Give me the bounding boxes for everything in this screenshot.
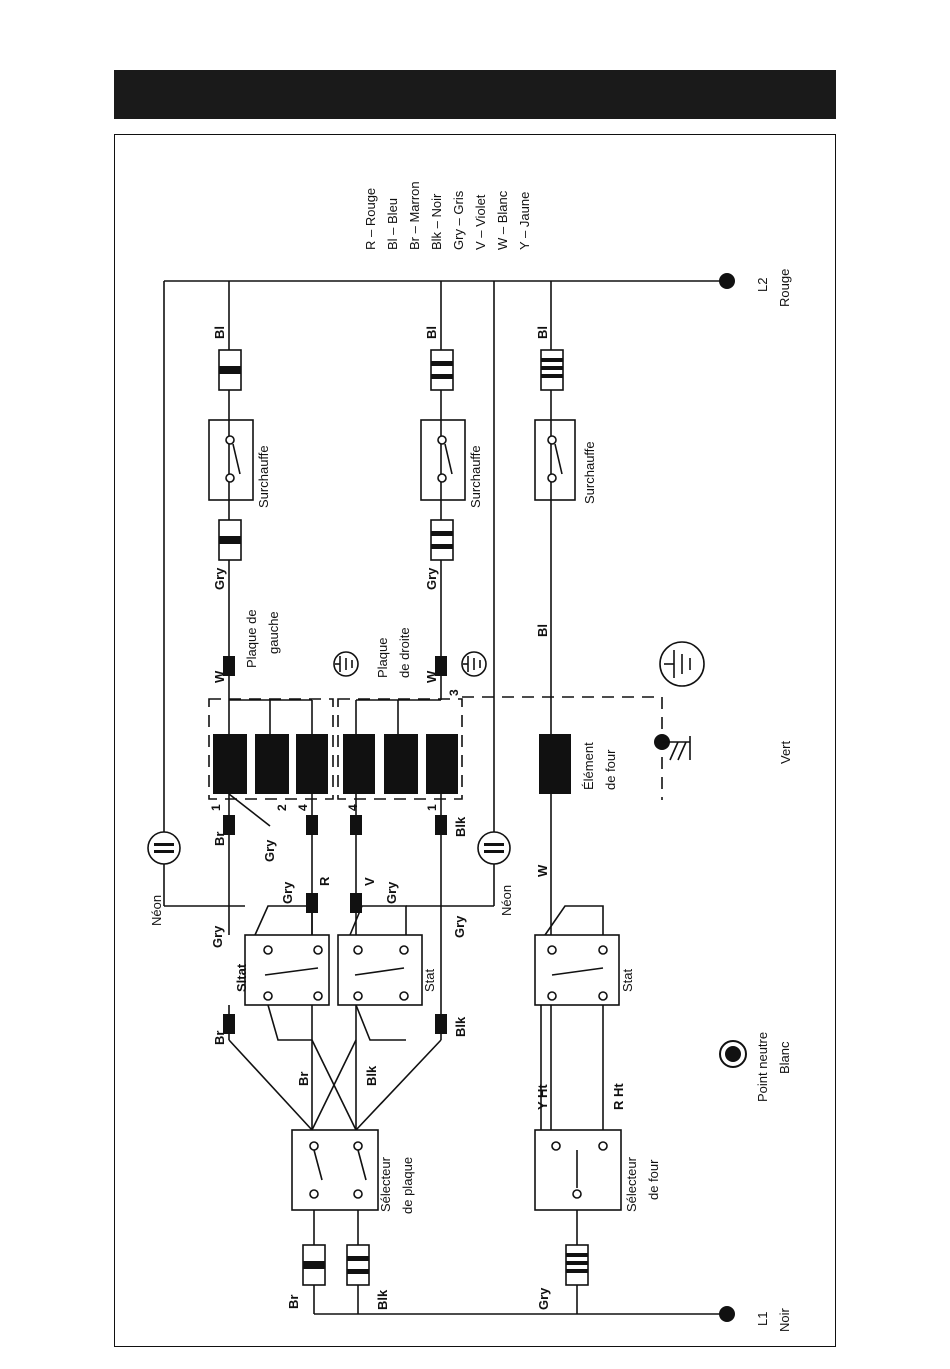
wire-label: Gry bbox=[384, 881, 399, 904]
l1-color: Noir bbox=[777, 1307, 792, 1332]
l1-terminal-dot bbox=[719, 1306, 735, 1322]
l2-label: L2 bbox=[755, 278, 770, 292]
oven-element-label: Élément bbox=[581, 742, 596, 790]
wire-label: Gry bbox=[262, 839, 277, 862]
left-plate-label: gauche bbox=[266, 611, 281, 654]
neutral-color: Blanc bbox=[777, 1041, 792, 1074]
wire-label: Br bbox=[212, 1031, 227, 1045]
oven-selector-label: Sélecteur bbox=[624, 1156, 639, 1212]
wire-label: W bbox=[424, 670, 439, 683]
neon-lamp-right-icon bbox=[477, 831, 511, 865]
wire-label: Gry bbox=[280, 881, 295, 904]
oven-element-label: de four bbox=[603, 749, 618, 790]
stat-label: Sltat bbox=[234, 963, 249, 992]
wire-label: Bl bbox=[535, 326, 550, 339]
l2-terminal-dot bbox=[719, 273, 735, 289]
stat-label: Stat bbox=[422, 968, 437, 992]
legend-item: V – Violet bbox=[473, 194, 488, 250]
wire-label: Y Ht bbox=[535, 1084, 550, 1110]
wire-label: Bl bbox=[212, 326, 227, 339]
neutral-label: Point neutre bbox=[755, 1032, 770, 1102]
wire-label: Blk bbox=[453, 1016, 468, 1037]
wire-label: W bbox=[212, 670, 227, 683]
ground-icon-right bbox=[461, 651, 487, 677]
overheat-label: Surchauffe bbox=[256, 445, 271, 508]
wire-label: Gry bbox=[210, 925, 225, 948]
legend-item: Bl – Bleu bbox=[385, 198, 400, 250]
neon-label: Néon bbox=[149, 895, 164, 926]
legend-item: Y – Jaune bbox=[517, 192, 532, 250]
wire-label: Bl bbox=[535, 624, 550, 637]
wire-label: Blk bbox=[364, 1065, 379, 1086]
wire-label: Blk bbox=[375, 1289, 390, 1310]
wire-label: Br bbox=[286, 1295, 301, 1309]
wire-label: R bbox=[317, 876, 332, 886]
wire-label: Blk bbox=[453, 816, 468, 837]
wire-label: W bbox=[535, 864, 550, 877]
left-plate-label: Plaque de bbox=[244, 609, 259, 668]
wire-label: Gry bbox=[452, 915, 467, 938]
l1-label: L1 bbox=[755, 1312, 770, 1326]
ground-icon-left bbox=[333, 651, 359, 677]
terminal-number: 4 bbox=[296, 804, 310, 811]
right-plate-label: Plaque bbox=[375, 638, 390, 678]
neon-label: Néon bbox=[499, 885, 514, 916]
l2-color: Rouge bbox=[777, 269, 792, 307]
wire-label: Bl bbox=[424, 326, 439, 339]
ground-icon-main bbox=[659, 641, 705, 687]
legend-item: W – Blanc bbox=[495, 190, 510, 250]
stat-label: Stat bbox=[620, 968, 635, 992]
legend-item: Gry – Gris bbox=[451, 190, 466, 250]
wire-label: Gry bbox=[424, 567, 439, 590]
oven-selector-label: de four bbox=[646, 1159, 661, 1200]
wire-label: Gry bbox=[536, 1287, 551, 1310]
wire-label: R Ht bbox=[611, 1083, 626, 1110]
overheat-label: Surchauffe bbox=[582, 441, 597, 504]
wire-label: Br bbox=[296, 1072, 311, 1086]
overheat-label: Surchauffe bbox=[468, 445, 483, 508]
legend: R – Rouge Bl – Bleu Br – Marron Blk – No… bbox=[363, 181, 532, 250]
neon-lamp-left-icon bbox=[147, 831, 181, 865]
plate-selector-label: Sélecteur bbox=[378, 1156, 393, 1212]
terminal-number: 3 bbox=[447, 689, 461, 696]
terminal-number: 2 bbox=[275, 804, 289, 811]
legend-item: Br – Marron bbox=[407, 181, 422, 250]
wire-label: Gry bbox=[212, 567, 227, 590]
plate-selector-label: de plaque bbox=[400, 1157, 415, 1214]
diagram-frame bbox=[114, 134, 836, 1347]
legend-item: Blk – Noir bbox=[429, 193, 444, 250]
legend-item: R – Rouge bbox=[363, 188, 378, 250]
terminal-number: 1 bbox=[425, 804, 439, 811]
terminal-number: 1 bbox=[209, 804, 223, 811]
neutral-point-icon bbox=[719, 1040, 747, 1068]
ground-label: Vert bbox=[778, 740, 793, 764]
right-plate-label: de droite bbox=[397, 627, 412, 678]
header-bar bbox=[114, 70, 836, 119]
wire-label: V bbox=[362, 877, 377, 886]
wire-label: Br bbox=[212, 832, 227, 846]
terminal-number: 4 bbox=[346, 804, 360, 811]
